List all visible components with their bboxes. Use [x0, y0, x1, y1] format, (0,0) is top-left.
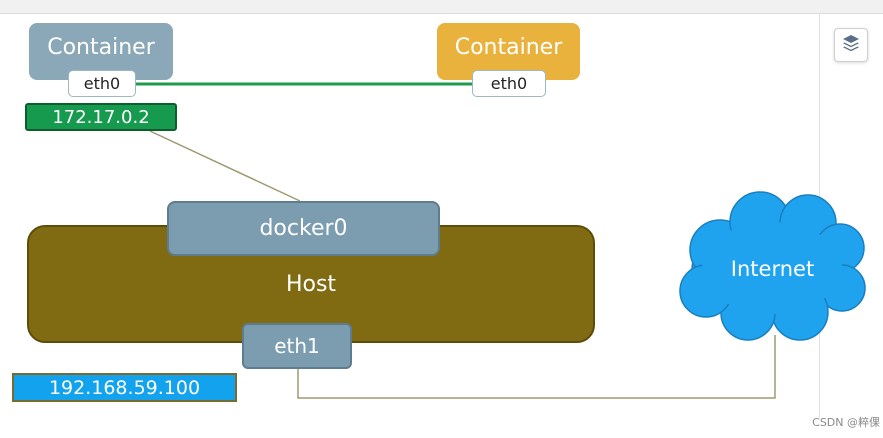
host-ip-badge: 192.168.59.100: [12, 373, 237, 402]
container-left: Container: [29, 23, 173, 80]
docker0-bridge: docker0: [167, 201, 440, 256]
container-right-eth0-label: eth0: [490, 74, 528, 93]
link-eth1-internet: [297, 335, 776, 399]
internet-label: Internet: [705, 254, 840, 284]
container-right-eth0: eth0: [472, 70, 546, 97]
container-ip-text: 172.17.0.2: [52, 106, 150, 128]
host-eth1-label: eth1: [274, 334, 320, 358]
host-ip-text: 192.168.59.100: [48, 376, 201, 399]
host-eth1: eth1: [242, 323, 352, 369]
internet-text: Internet: [730, 257, 815, 281]
container-left-eth0-label: eth0: [83, 74, 121, 93]
container-ip-badge: 172.17.0.2: [25, 103, 177, 131]
container-right: Container: [437, 23, 580, 80]
watermark: CSDN @粹倮: [770, 414, 880, 432]
layers-button[interactable]: [834, 28, 868, 62]
container-right-label: Container: [454, 35, 563, 60]
container-left-eth0: eth0: [68, 70, 136, 97]
watermark-text: CSDN @粹倮: [812, 416, 880, 429]
link-ip-docker0: [149, 130, 301, 202]
top-frame: [0, 0, 883, 14]
layers-icon: [841, 33, 861, 57]
docker0-label: docker0: [259, 216, 348, 241]
container-left-label: Container: [47, 35, 155, 60]
host-label: Host: [285, 271, 337, 297]
